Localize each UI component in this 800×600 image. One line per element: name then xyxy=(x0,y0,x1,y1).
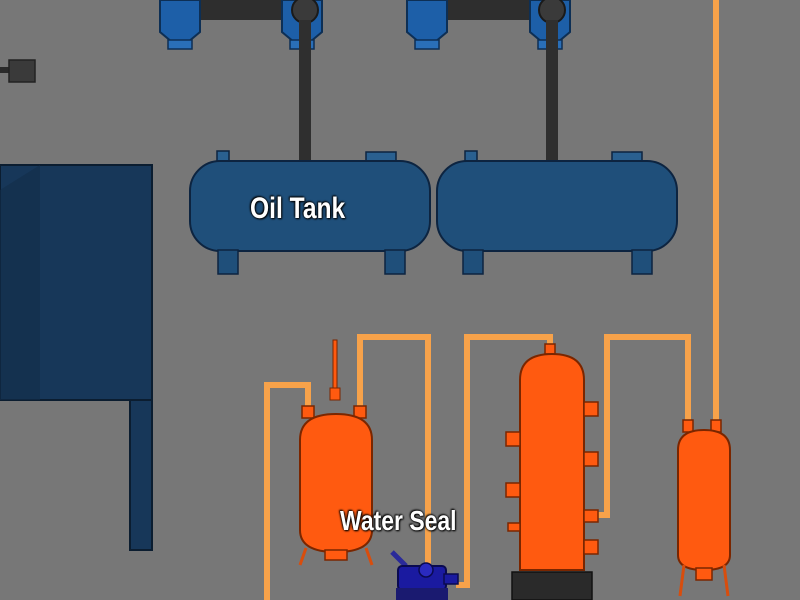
oil-tank-right xyxy=(436,150,678,275)
top-machine-left xyxy=(159,0,323,50)
separator-column xyxy=(505,343,599,600)
oil-tank-label: Oil Tank xyxy=(250,192,346,225)
orange-pipes xyxy=(264,0,719,600)
small-valve-box xyxy=(0,59,36,83)
dark-pipes xyxy=(299,20,558,162)
water-pump xyxy=(390,550,459,600)
oil-tank-left xyxy=(189,150,431,275)
top-machine-right xyxy=(406,0,571,50)
water-seal-label: Water Seal xyxy=(340,505,457,536)
right-small-vessel xyxy=(677,419,731,597)
furnace-block xyxy=(0,164,153,551)
water-seal-vessel xyxy=(298,339,374,566)
